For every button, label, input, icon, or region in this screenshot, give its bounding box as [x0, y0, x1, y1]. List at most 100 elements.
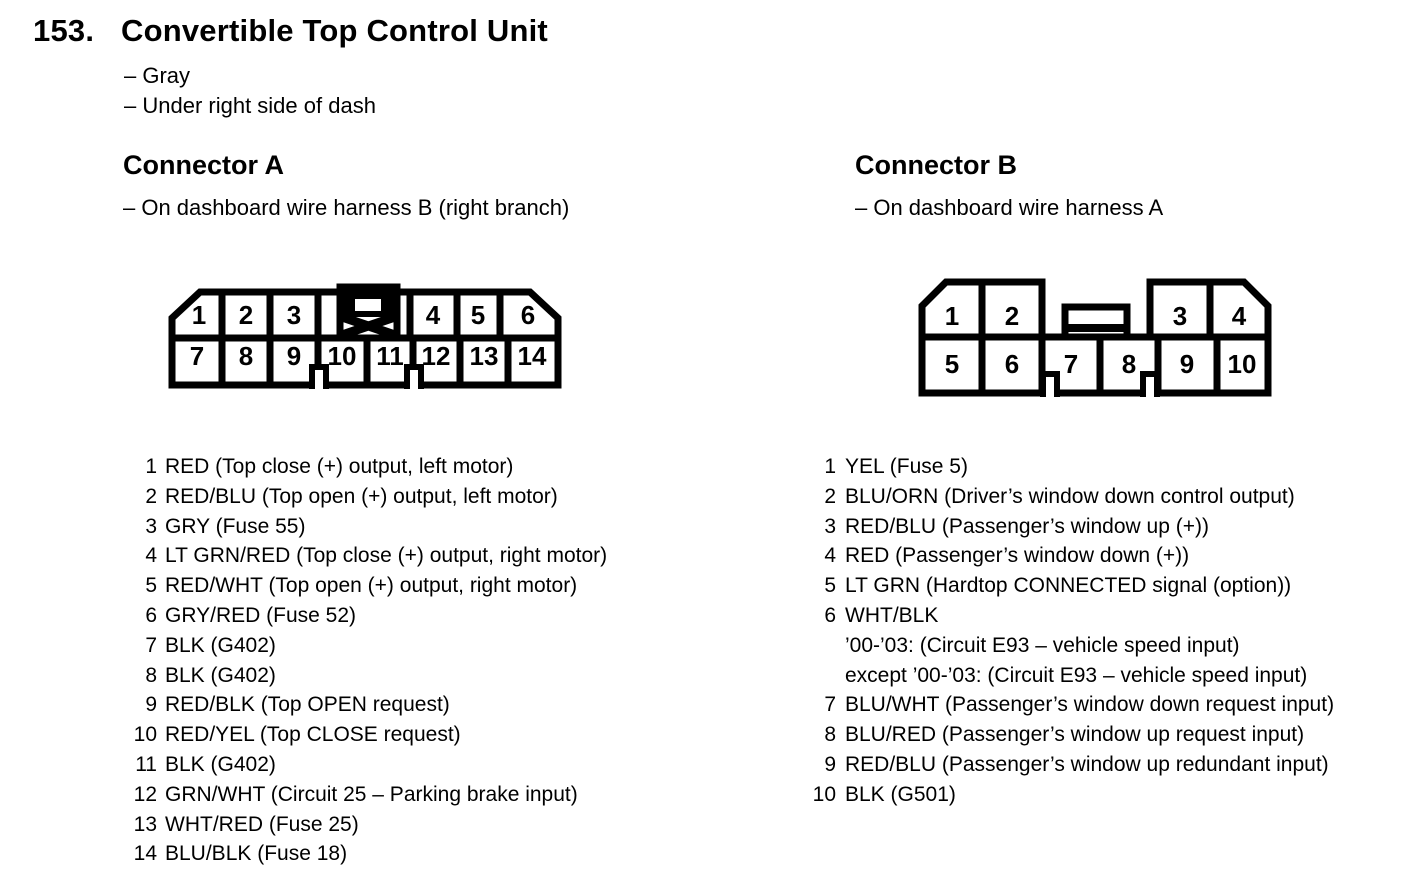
- pin-description: WHT/BLK: [845, 603, 939, 627]
- pin-number: 8: [145, 663, 157, 687]
- pin-cell-label: 4: [426, 300, 441, 330]
- pin-cell-label: 2: [1005, 301, 1019, 331]
- pin-number: 12: [133, 782, 157, 806]
- pin-description: LT GRN/RED (Top close (+) output, right …: [165, 544, 608, 568]
- unit-notes: – Gray– Under right side of dash: [124, 61, 376, 121]
- pin-cell-label: 6: [1005, 349, 1019, 379]
- pin-description: BLU/WHT (Passenger’s window down request…: [845, 693, 1335, 717]
- pin-number: 13: [133, 812, 157, 836]
- pin-row: 9 RED/BLU (Passenger’s window up redunda…: [800, 750, 1334, 780]
- connector-a-pin-list: 1 RED (Top close (+) output, left motor)…: [121, 452, 607, 869]
- pin-number: 3: [145, 514, 157, 538]
- latch-housing: [1061, 303, 1131, 341]
- pin-number: 9: [145, 693, 157, 717]
- pin-row: except ’00-’03: (Circuit E93 – vehicle s…: [800, 661, 1334, 691]
- pin-cell-label: 11: [376, 341, 404, 371]
- pin-description: BLK (G501): [845, 782, 956, 806]
- connector-b-title: Connector B: [855, 150, 1017, 180]
- pin-number: 4: [145, 544, 157, 568]
- pin-description: GRN/WHT (Circuit 25 – Parking brake inpu…: [165, 782, 578, 806]
- section-number: 153.: [33, 13, 95, 48]
- pin-description: RED (Passenger’s window down (+)): [845, 544, 1190, 568]
- pin-row: ’00-’03: (Circuit E93 – vehicle speed in…: [800, 631, 1334, 661]
- pin-cell-label: 14: [518, 341, 547, 371]
- connector-a-bottom-cell-dividers: [218, 338, 512, 385]
- pin-row: 5 RED/WHT (Top open (+) output, right mo…: [121, 571, 607, 601]
- connector-b-pin-list: 1 YEL (Fuse 5) 2 BLU/ORN (Driver’s windo…: [800, 452, 1334, 810]
- connector-b-bottom-cell-dividers: [978, 337, 1221, 393]
- pin-number: 1: [824, 455, 836, 478]
- pin-number: 4: [824, 544, 836, 568]
- pin-description: RED/BLU (Passenger’s window up (+)): [845, 514, 1209, 538]
- page-title: Convertible Top Control Unit: [121, 13, 548, 48]
- pin-description: RED/YEL (Top CLOSE request): [165, 723, 461, 747]
- pin-description: ’00-’03: (Circuit E93 – vehicle speed in…: [845, 633, 1240, 657]
- pin-cell-label: 9: [287, 341, 301, 371]
- pin-cell-label: 12: [422, 341, 451, 371]
- pin-number: 7: [145, 633, 157, 657]
- pin-row: 4 RED (Passenger’s window down (+)): [800, 541, 1334, 571]
- connector-a-latch: [336, 283, 401, 342]
- pin-row: 10 BLK (G501): [800, 780, 1334, 810]
- pin-number: 5: [145, 574, 157, 598]
- pin-row: 2 BLU/ORN (Driver’s window down control …: [800, 482, 1334, 512]
- pin-number: 8: [824, 723, 836, 747]
- pin-description: BLK (G402): [165, 663, 276, 687]
- pin-description: GRY/RED (Fuse 52): [165, 603, 356, 627]
- connector-b-subtitle: – On dashboard wire harness A: [855, 195, 1164, 220]
- pin-cell-label: 10: [328, 341, 357, 371]
- pin-row: 11 BLK (G402): [121, 750, 607, 780]
- pin-cell-label: 9: [1180, 349, 1194, 379]
- pin-row: 8 BLU/RED (Passenger’s window up request…: [800, 720, 1334, 750]
- pin-row: 12 GRN/WHT (Circuit 25 – Parking brake i…: [121, 780, 607, 810]
- pin-cell-label: 8: [239, 341, 253, 371]
- connector-a-top-cell-dividers: [218, 292, 504, 338]
- pin-description: LT GRN (Hardtop CONNECTED signal (option…: [845, 574, 1292, 598]
- pin-number: 9: [824, 752, 836, 776]
- pin-number: 6: [145, 603, 157, 627]
- pin-cell-label: 6: [521, 300, 535, 330]
- pin-description: BLU/BLK (Fuse 18): [165, 842, 348, 866]
- pin-description: RED/WHT (Top open (+) output, right moto…: [165, 574, 578, 598]
- pin-description: BLU/RED (Passenger’s window up request i…: [845, 723, 1305, 747]
- pin-cell-label: 13: [470, 341, 499, 371]
- pin-cell-label: 4: [1232, 301, 1247, 331]
- pin-cell-label: 1: [192, 300, 206, 330]
- pin-cell-label: 8: [1122, 349, 1136, 379]
- pin-row: 6 GRY/RED (Fuse 52): [121, 601, 607, 631]
- pin-description: GRY (Fuse 55): [165, 514, 306, 538]
- pin-cell-label: 10: [1228, 349, 1257, 379]
- pin-row: 4 LT GRN/RED (Top close (+) output, righ…: [121, 541, 607, 571]
- pin-number: 11: [135, 752, 157, 776]
- pin-cell-label: 7: [1064, 349, 1078, 379]
- pin-row: 3 RED/BLU (Passenger’s window up (+)): [800, 512, 1334, 542]
- index-notch: [1140, 371, 1160, 397]
- pin-description: RED/BLU (Passenger’s window up redundant…: [845, 752, 1329, 776]
- pin-number: 10: [812, 782, 836, 806]
- pin-number: 2: [145, 484, 157, 508]
- pin-number: 2: [824, 484, 836, 508]
- pin-description: RED/BLU (Top open (+) output, left motor…: [165, 484, 558, 508]
- pin-description: BLK (G402): [165, 752, 276, 776]
- pin-row: 8 BLK (G402): [121, 661, 607, 691]
- pin-row: 13 WHT/RED (Fuse 25): [121, 810, 607, 840]
- pin-number: 14: [133, 842, 157, 866]
- pin-number: 3: [824, 514, 836, 538]
- pin-cell-label: 5: [945, 349, 959, 379]
- index-notch: [309, 364, 329, 389]
- pin-row: 7 BLK (G402): [121, 631, 607, 661]
- pin-description: BLU/ORN (Driver’s window down control ou…: [845, 484, 1295, 508]
- pin-description: BLK (G402): [165, 633, 276, 657]
- pin-row: 7 BLU/WHT (Passenger’s window down reque…: [800, 690, 1334, 720]
- unit-note: – Under right side of dash: [124, 93, 376, 118]
- connector-b-latch: [1061, 303, 1131, 341]
- pin-number: 5: [824, 574, 836, 598]
- pin-row: 10 RED/YEL (Top CLOSE request): [121, 720, 607, 750]
- pin-description: RED (Top close (+) output, left motor): [165, 455, 514, 478]
- pin-number: 6: [824, 603, 836, 627]
- pin-cell-label: 7: [190, 341, 204, 371]
- connector-b-top-cell-dividers: [978, 282, 1214, 337]
